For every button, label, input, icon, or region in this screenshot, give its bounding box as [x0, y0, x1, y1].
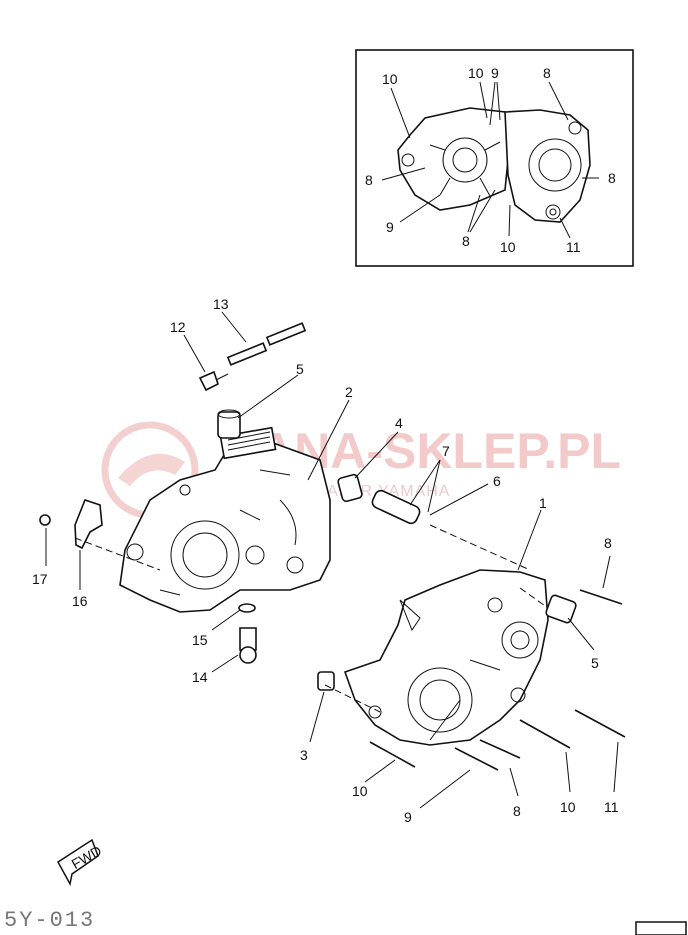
callout-9: 9 [404, 809, 412, 825]
inset-callout-9: 9 [386, 219, 394, 235]
corner-arrow-icon [635, 921, 687, 935]
inset-callout-8: 8 [462, 233, 470, 249]
callout-labels: 13 12 5 2 4 7 6 1 8 5 17 16 15 14 3 10 9… [32, 296, 619, 825]
fwd-arrow-icon [57, 838, 99, 887]
callout-12: 12 [170, 319, 186, 335]
callout-17: 17 [32, 571, 48, 587]
inset-callout-8: 8 [365, 172, 373, 188]
callout-8: 8 [604, 535, 612, 551]
callout-4: 4 [395, 415, 403, 431]
callout-14: 14 [192, 669, 208, 685]
inset-callout-10: 10 [500, 239, 516, 255]
callout-8: 8 [513, 803, 521, 819]
inset-callout-8: 8 [543, 65, 551, 81]
callout-5: 5 [296, 361, 304, 377]
callout-6: 6 [493, 473, 501, 489]
callout-2: 2 [345, 384, 353, 400]
callout-3: 3 [300, 747, 308, 763]
callout-10: 10 [352, 783, 368, 799]
right-crankcase-part [343, 569, 549, 746]
leader-lines [45, 311, 619, 809]
inset-view: 10 10 9 8 8 8 9 8 10 11 [355, 49, 634, 267]
inset-callout-10: 10 [382, 71, 398, 87]
inset-callout-9: 9 [491, 65, 499, 81]
inset-callout-10: 10 [468, 65, 484, 81]
watermark-logo-mark-icon [118, 453, 185, 486]
small-parts [39, 322, 626, 771]
callout-16: 16 [72, 593, 88, 609]
callout-15: 15 [192, 632, 208, 648]
callout-10: 10 [560, 799, 576, 815]
forward-arrow: FWD [57, 838, 104, 887]
callout-7: 7 [442, 443, 450, 459]
callout-13: 13 [213, 296, 229, 312]
callout-1: 1 [539, 495, 547, 511]
inset-callout-11: 11 [566, 239, 581, 255]
callout-11: 11 [604, 799, 619, 815]
inset-callout-8: 8 [608, 170, 616, 186]
footer-code: 5Y-013 [4, 908, 95, 933]
callout-5: 5 [591, 655, 599, 671]
